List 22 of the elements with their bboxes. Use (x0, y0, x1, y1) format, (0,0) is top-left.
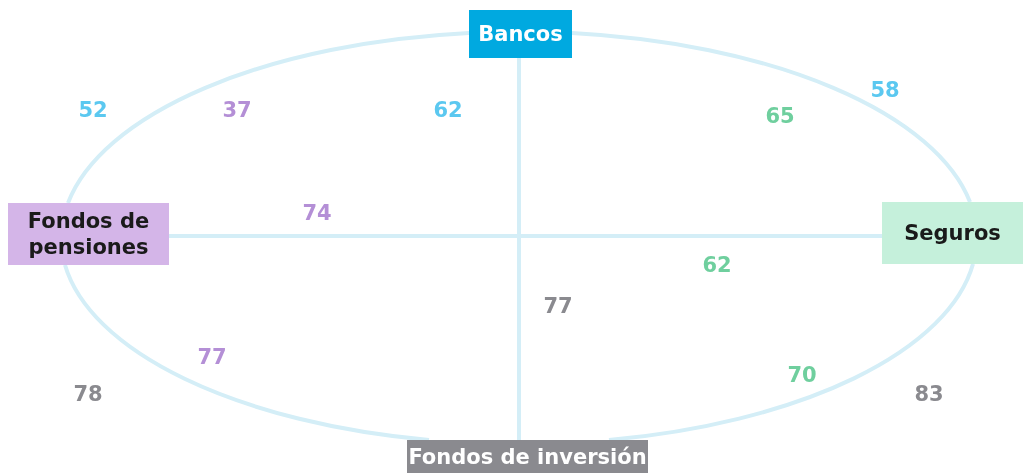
value-label: 77 (197, 345, 227, 369)
value-label: 52 (78, 98, 108, 122)
connector-line (608, 263, 975, 442)
connector-line (63, 264, 430, 442)
connector-line (169, 234, 882, 238)
value-label: 62 (433, 98, 463, 122)
category-box: Bancos (469, 10, 572, 58)
value-label: 70 (787, 363, 817, 387)
connector-line (517, 58, 521, 440)
value-label: 83 (914, 382, 944, 406)
value-label: 65 (765, 104, 795, 128)
category-box: Seguros (882, 202, 1023, 264)
connector-line (66, 31, 470, 204)
category-box: Fondos de pensiones (8, 203, 169, 265)
category-box: Fondos de inversión (407, 440, 648, 473)
value-label: 37 (222, 98, 252, 122)
connector-line (571, 31, 972, 203)
value-label: 74 (302, 201, 332, 225)
value-label: 58 (870, 78, 900, 102)
value-label: 78 (73, 382, 103, 406)
value-label: 62 (702, 253, 732, 277)
value-label: 77 (543, 294, 573, 318)
